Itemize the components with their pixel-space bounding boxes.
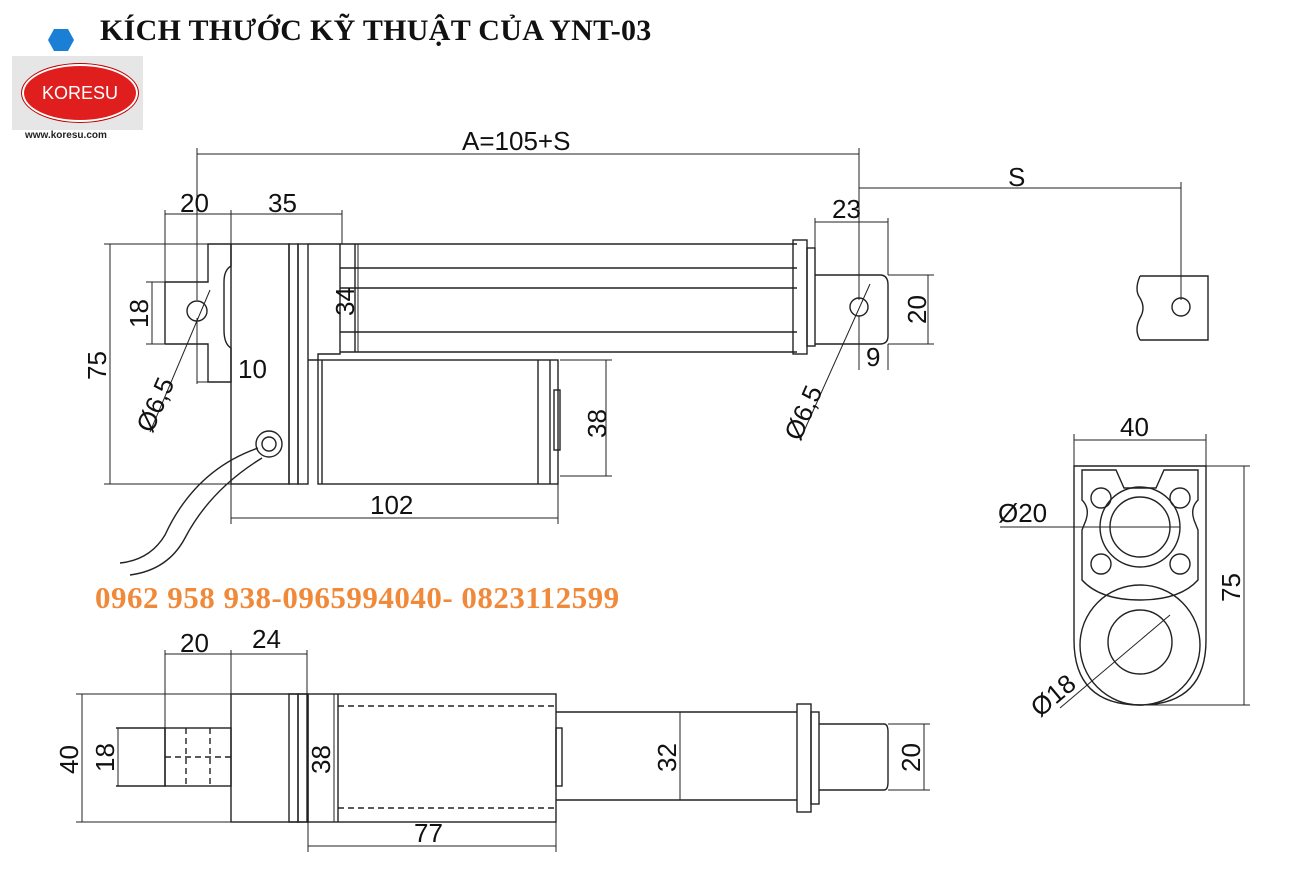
- dim-rear-hole-offset: 10: [238, 354, 267, 384]
- dim-motor-diameter: 38: [582, 409, 612, 438]
- dim-tube-diameter: 34: [330, 287, 360, 316]
- dim-end-bore: Ø20: [998, 498, 1047, 528]
- dim-end-height: 75: [1216, 573, 1246, 602]
- dim-rear-clevis-width: 20: [180, 188, 209, 218]
- dim-top-motor: 38: [306, 745, 336, 774]
- dim-top-slot: 18: [90, 743, 120, 772]
- dim-gearbox-width: 35: [268, 188, 297, 218]
- dim-motor-length: 102: [370, 490, 413, 520]
- dim-top-rod: 32: [652, 743, 682, 772]
- dim-top-clevis: 20: [180, 628, 209, 658]
- contact-phones: 0962 958 938-0965994040- 0823112599: [95, 580, 620, 615]
- logo-website: www.koresu.com: [25, 130, 107, 141]
- hexagon-bullet-icon: [48, 29, 74, 51]
- page-title: KÍCH THƯỚC KỸ THUẬT CỦA YNT-03: [100, 14, 652, 47]
- dim-stroke: S: [1008, 162, 1025, 192]
- dim-top-housing: 24: [252, 624, 281, 654]
- logo-oval: [22, 64, 138, 122]
- logo-brand: KORESU: [41, 83, 119, 103]
- dim-body-height: 75: [82, 351, 112, 380]
- dim-top-height: 40: [54, 745, 84, 774]
- dim-front-hole-offset: 9: [866, 342, 880, 372]
- dim-overall-length: A=105+S: [462, 126, 570, 156]
- dim-front-hole-dia: Ø6,5: [778, 381, 828, 445]
- dim-end-width: 40: [1120, 412, 1149, 442]
- dim-end-hole: Ø18: [1025, 668, 1082, 723]
- dim-rear-slot-height: 18: [124, 299, 154, 328]
- dim-front-eye-height: 20: [902, 295, 932, 324]
- dim-front-eye-length: 23: [832, 194, 861, 224]
- dim-rear-hole-dia: Ø6,5: [130, 373, 180, 437]
- dim-top-eye: 20: [896, 743, 926, 772]
- dim-top-motor-length: 77: [414, 818, 443, 848]
